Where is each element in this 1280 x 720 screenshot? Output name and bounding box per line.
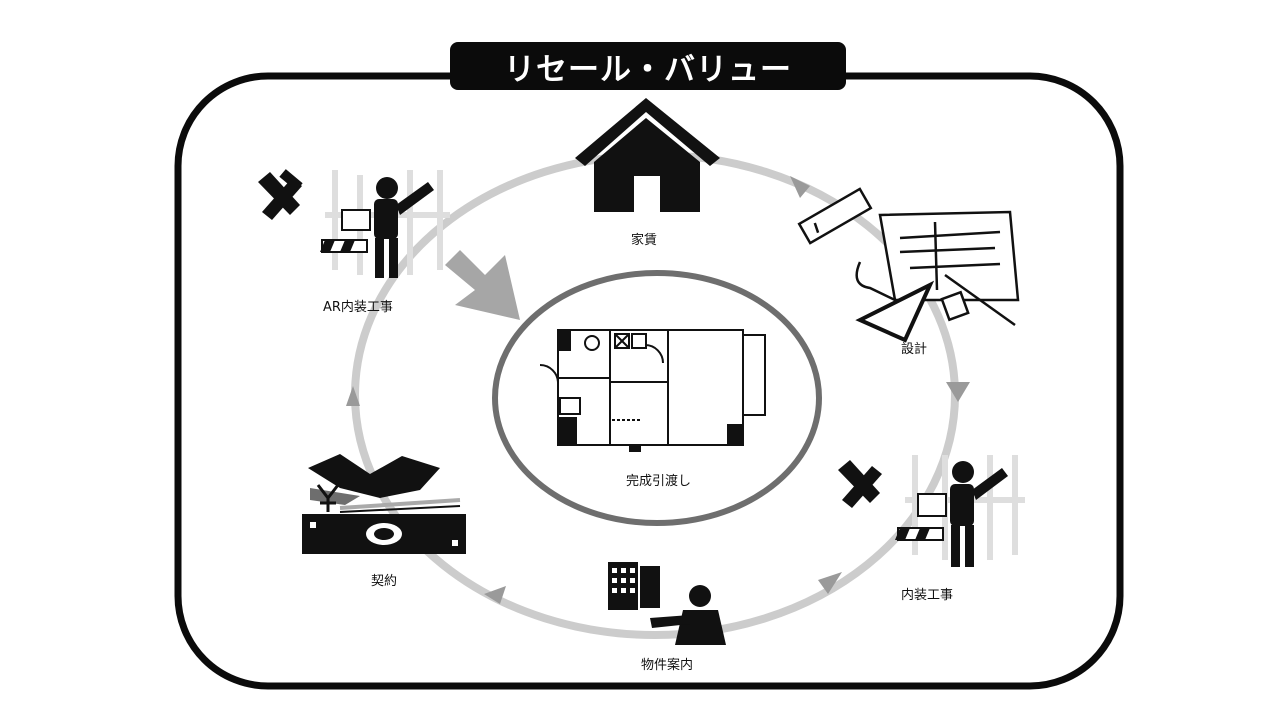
arrow-design-to-interior [946,382,970,402]
step-label-interior: 内装工事 [901,588,954,603]
diagram-title: リセール・バリュー [450,42,846,90]
construction-worker-icon [258,169,450,278]
step-label-rent: 家賃 [631,233,658,248]
center-label: 完成引渡し [626,474,692,489]
center-entry-arrow [445,250,520,320]
step-label-contract: 契約 [371,574,398,589]
arrow-contract-to-ar [346,386,360,406]
center-ring [492,270,822,526]
cycle-arrows [346,176,970,604]
house-icon [575,98,720,212]
step-label-property: 物件案内 [641,658,694,673]
step-label-design: 設計 [901,342,928,357]
step-label-ar-interior: AR内装工事 [323,300,393,315]
arrow-rent-to-design [790,176,810,198]
handshake-money-icon [302,454,466,554]
floor-plan-icon [539,329,766,452]
arrow-property-to-contract [484,586,506,604]
construction-worker-icon [838,455,1025,567]
blueprint-icon [797,187,1020,343]
agent-building-icon [608,562,726,645]
arrow-interior-to-property [818,572,842,594]
